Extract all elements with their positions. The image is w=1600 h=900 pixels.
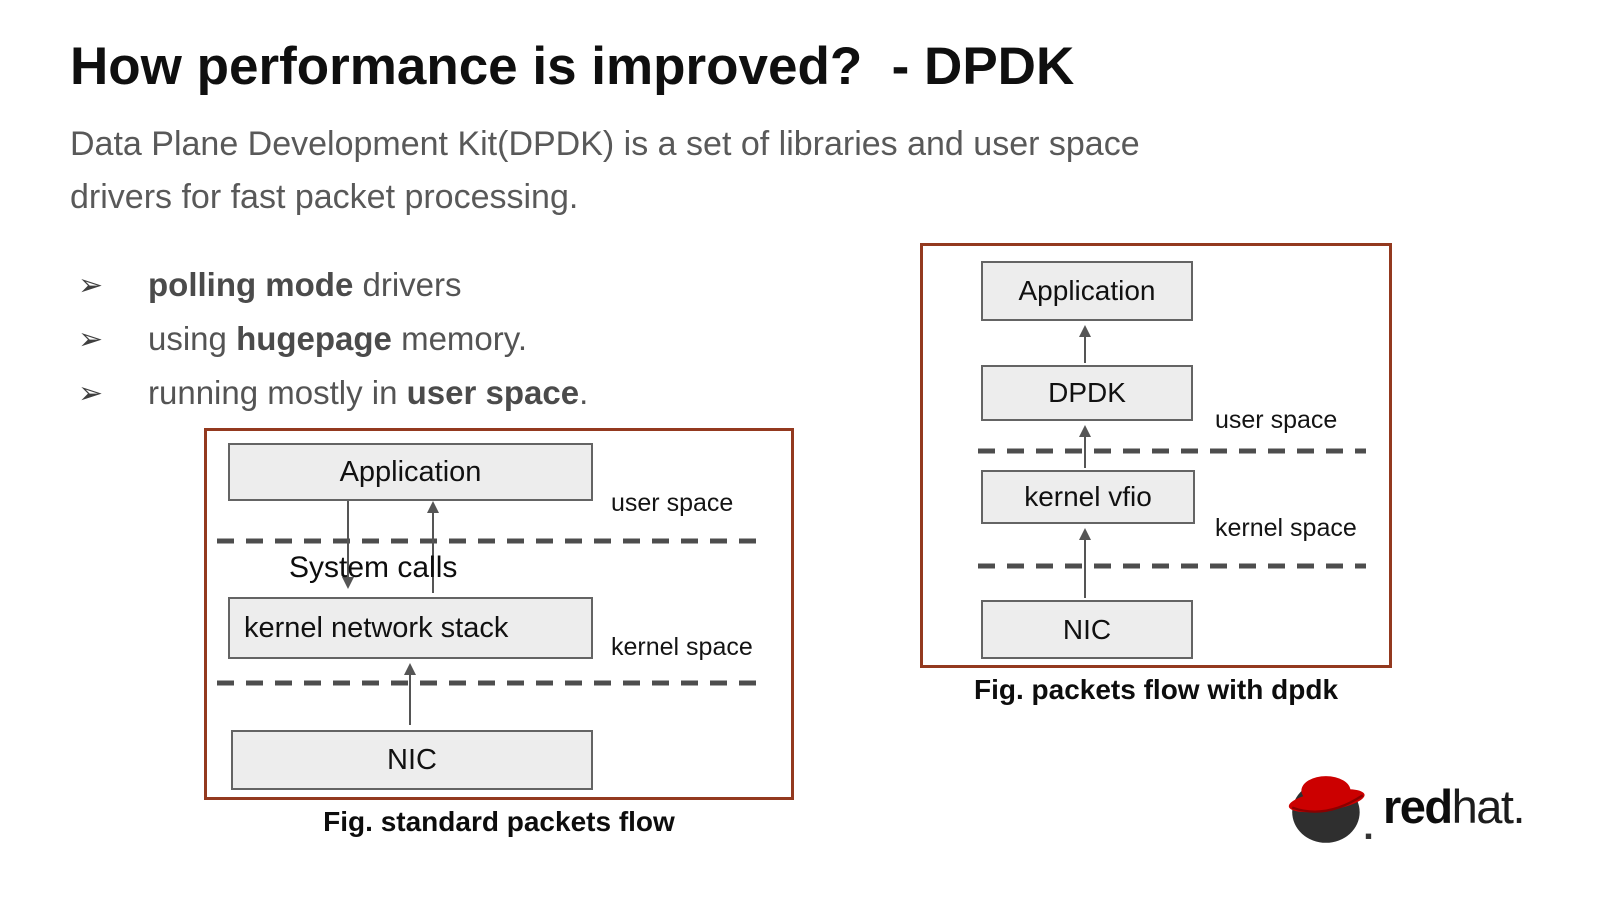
box-dpdk: DPDK: [981, 365, 1193, 421]
user-space-label: user space: [1215, 406, 1338, 434]
box-application: Application: [981, 261, 1193, 321]
box-nic: NIC: [981, 600, 1193, 659]
bullet-text-bold: user space: [406, 374, 580, 411]
bullet-item: ➢ running mostly in user space.: [78, 366, 588, 420]
figure-caption-dpdk: Fig. packets flow with dpdk: [973, 674, 1339, 705]
redhat-logo: redhat.: [1283, 760, 1543, 852]
kernel-space-label: kernel space: [611, 633, 753, 661]
bullet-text-post: drivers: [353, 266, 462, 303]
box-kernel-network-stack: kernel network stack: [228, 597, 593, 659]
bullet-text: using hugepage memory.: [148, 320, 527, 358]
box-application: Application: [228, 443, 593, 501]
system-calls-label: System calls: [289, 551, 458, 584]
kernel-space-label: kernel space: [1215, 514, 1357, 542]
bullet-text-bold: hugepage: [236, 320, 392, 357]
box-nic: NIC: [231, 730, 593, 790]
bullet-item: ➢ using hugepage memory.: [78, 312, 588, 366]
bullet-text-post: memory.: [391, 320, 527, 357]
wordmark-red: red: [1383, 779, 1453, 833]
intro-line-2: drivers for fast packet processing.: [70, 178, 579, 216]
arrow-bullet-icon: ➢: [78, 376, 104, 410]
diagram-dpdk-packets-flow: Application DPDK kernel vfio NIC user sp…: [920, 243, 1392, 668]
arrow-bullet-icon: ➢: [78, 268, 104, 302]
figure-caption-standard: Fig. standard packets flow: [323, 806, 675, 837]
bullet-text-pre: running mostly in: [148, 374, 407, 411]
bullet-text: polling mode drivers: [148, 266, 462, 304]
box-kernel-vfio: kernel vfio: [981, 470, 1195, 524]
bullet-text-post: .: [579, 374, 589, 411]
arrow-bullet-icon: ➢: [78, 322, 104, 356]
bullet-text: running mostly in user space.: [148, 374, 588, 412]
bullet-text-pre: using: [148, 320, 237, 357]
user-space-label: user space: [611, 489, 734, 517]
intro-line-1: Data Plane Development Kit(DPDK) is a se…: [70, 125, 1140, 163]
wordmark-hat: hat.: [1451, 779, 1526, 833]
bullet-list: ➢ polling mode drivers ➢ using hugepage …: [78, 258, 588, 420]
redhat-wordmark: redhat.: [1383, 779, 1526, 834]
page-title: How performance is improved? - DPDK: [70, 37, 1075, 96]
diagram-standard-packets-flow: Application kernel network stack NIC use…: [204, 428, 794, 800]
bullet-text-bold: polling mode: [148, 266, 354, 303]
intro-paragraph: Data Plane Development Kit(DPDK) is a se…: [70, 118, 1140, 224]
redhat-shadowman-icon: [1288, 776, 1372, 843]
bullet-item: ➢ polling mode drivers: [78, 258, 588, 312]
